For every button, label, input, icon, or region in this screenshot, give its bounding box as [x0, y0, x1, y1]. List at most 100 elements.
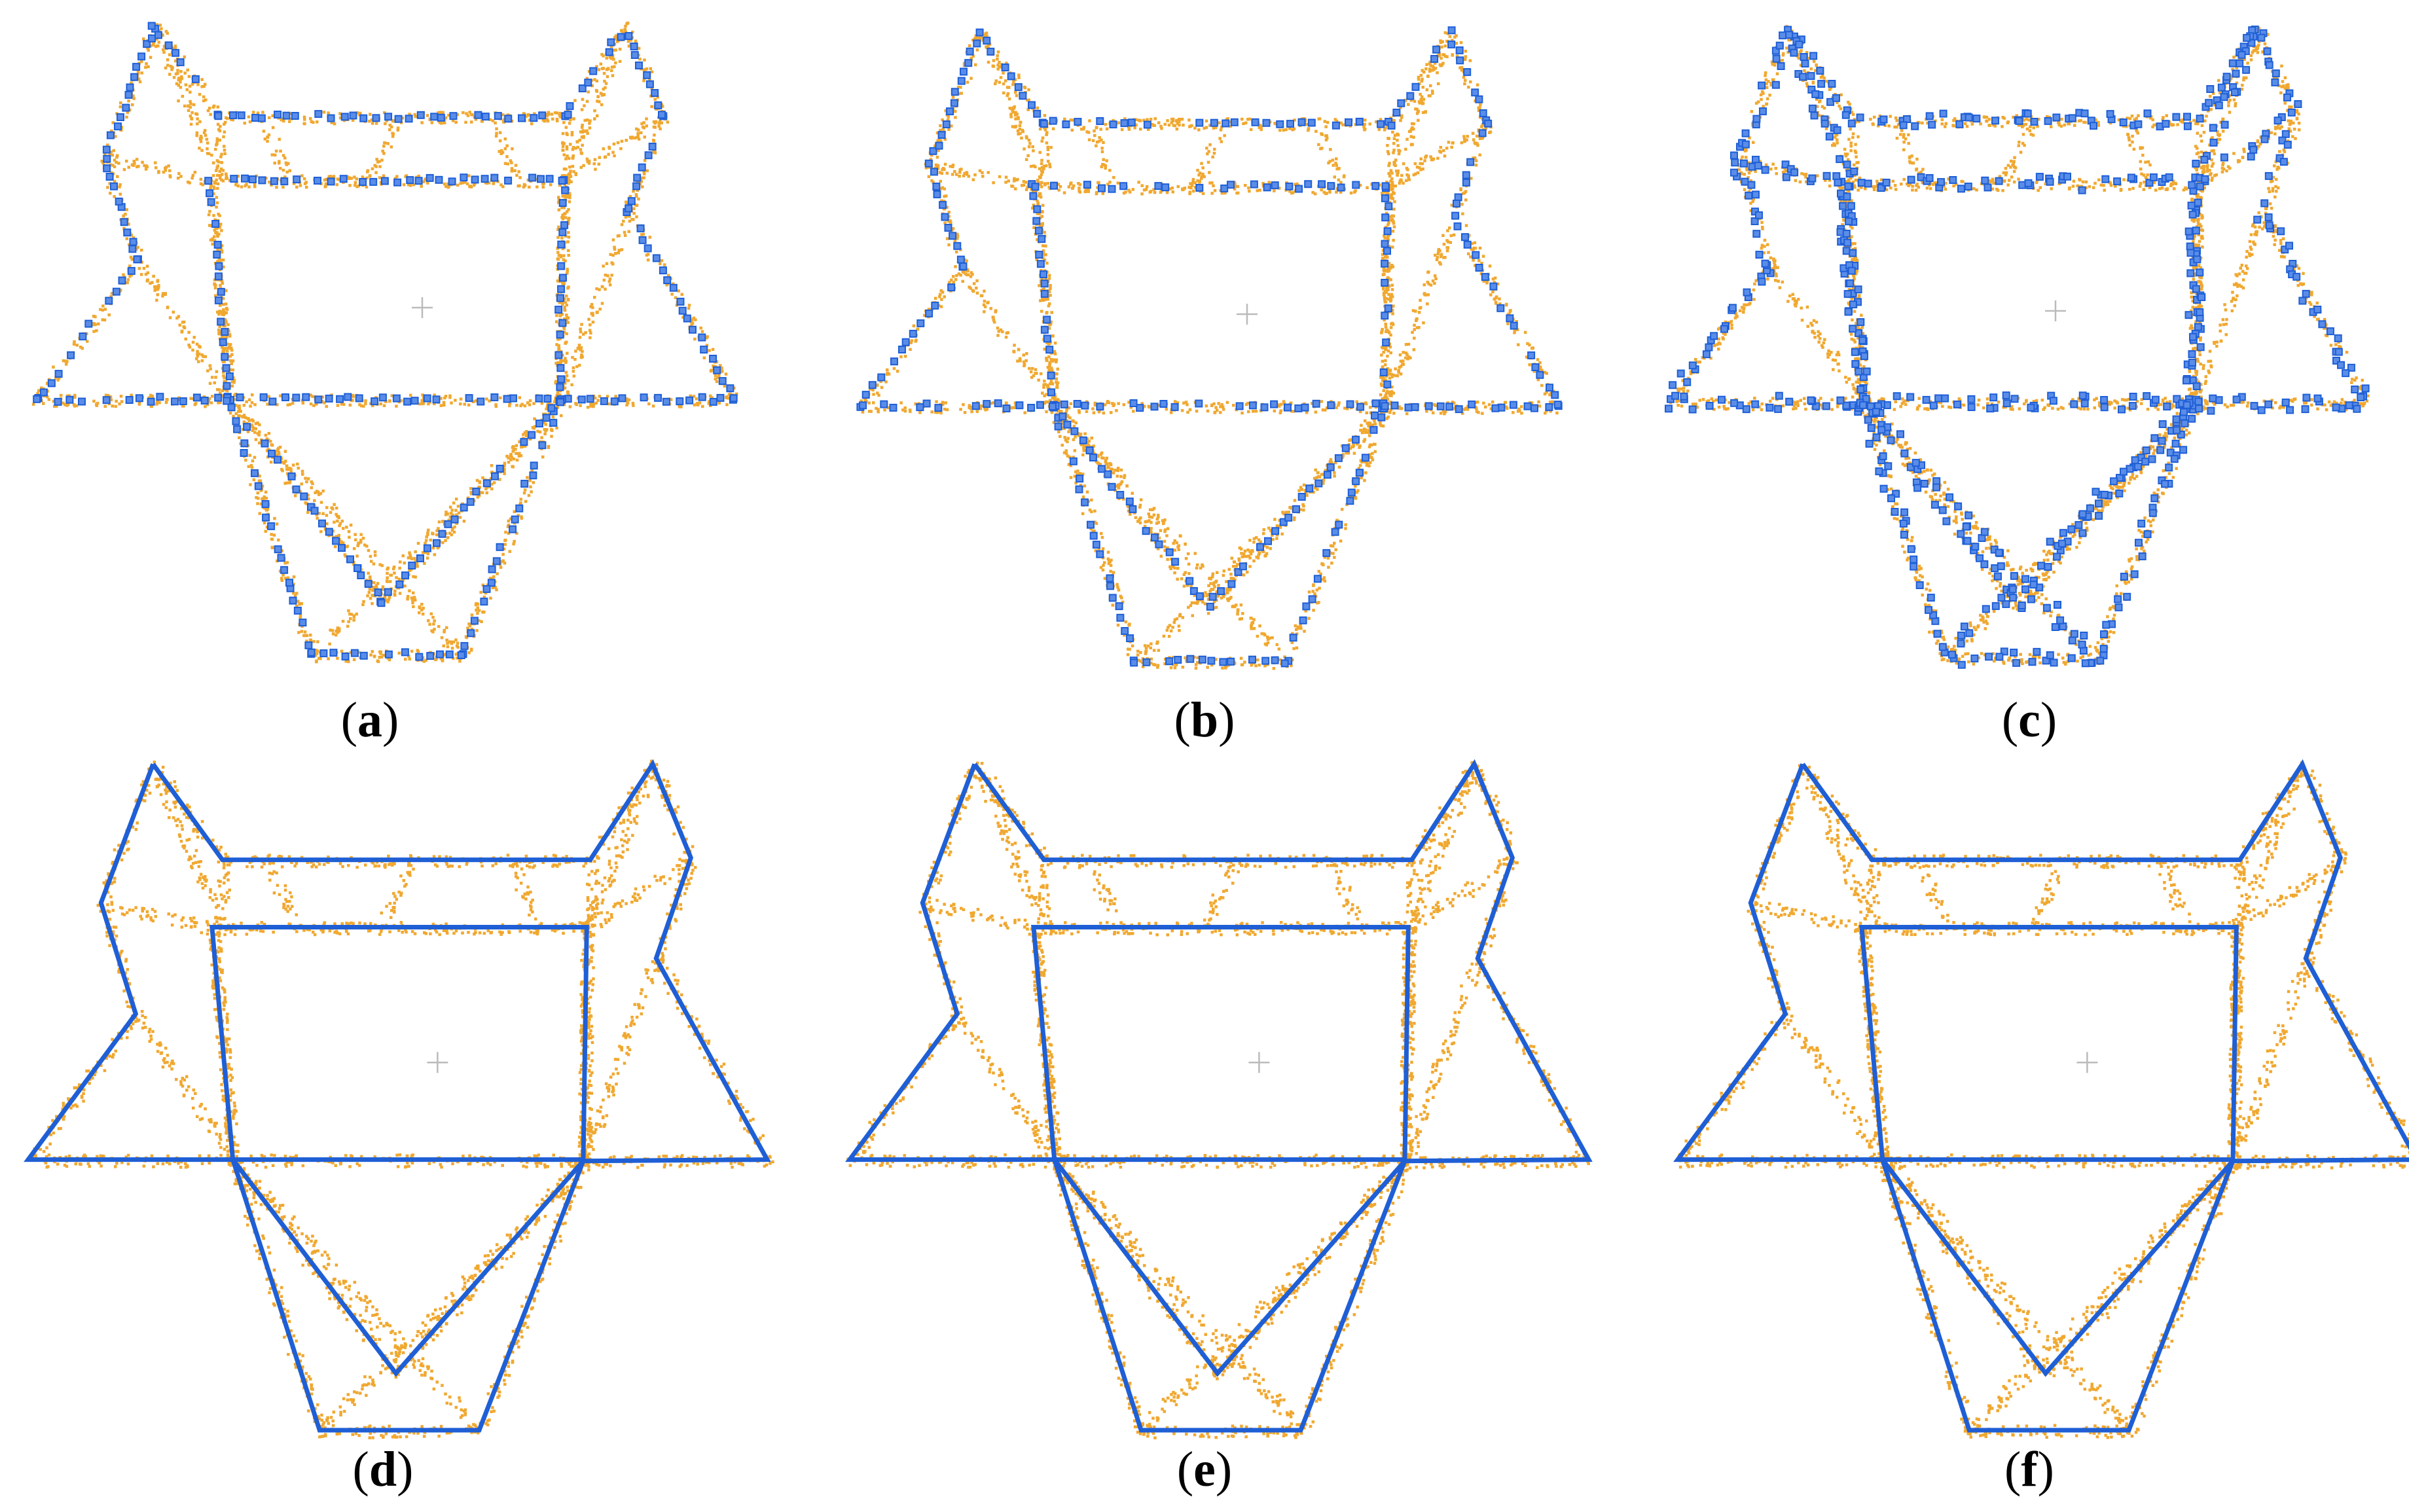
scan-point: [1333, 556, 1336, 559]
scan-point: [600, 67, 604, 71]
scan-point: [485, 491, 488, 495]
scan-point: [1482, 401, 1485, 405]
scan-point: [540, 401, 544, 405]
feature-marker: [147, 397, 155, 406]
scan-point: [173, 46, 177, 50]
scan-point: [396, 128, 400, 132]
scan-point: [1080, 128, 1083, 131]
scan-point: [371, 602, 374, 605]
feature-marker: [678, 306, 687, 315]
scan-point: [437, 111, 440, 115]
scan-point: [206, 141, 209, 145]
feature-marker: [547, 404, 556, 412]
scan-point: [113, 179, 117, 183]
scan-point: [281, 168, 285, 172]
scan-point: [512, 542, 515, 546]
scan-point: [164, 166, 167, 170]
scan-point: [503, 137, 507, 141]
scan-point: [680, 293, 683, 297]
scan-point: [456, 505, 460, 508]
feature-marker: [405, 115, 413, 123]
scan-point: [566, 222, 570, 225]
feature-marker: [117, 113, 124, 121]
scan-point: [267, 395, 270, 398]
scan-point: [556, 279, 560, 283]
scan-point: [1424, 67, 1428, 71]
scan-point: [528, 479, 532, 482]
scan-point: [637, 46, 641, 50]
feature-marker: [156, 393, 164, 401]
scan-point: [118, 105, 122, 109]
feature-marker: [403, 397, 412, 406]
feature-marker: [460, 641, 469, 650]
feature-marker: [359, 651, 368, 660]
scan-point: [872, 401, 875, 405]
scan-point: [1132, 410, 1135, 413]
scan-point: [488, 399, 491, 403]
feature-marker: [645, 80, 654, 88]
scan-point: [674, 296, 678, 300]
scan-point: [581, 143, 584, 147]
scan-point: [297, 631, 300, 634]
scan-point: [129, 255, 133, 259]
scan-point: [571, 146, 575, 149]
scan-point: [286, 467, 289, 471]
scan-point: [209, 187, 212, 190]
scan-point: [212, 214, 215, 217]
scan-point: [886, 368, 889, 372]
scan-point: [164, 29, 168, 33]
scan-point: [1017, 73, 1021, 77]
scan-point: [231, 359, 235, 363]
scan-point: [147, 396, 151, 399]
scan-point: [114, 405, 117, 408]
scan-point: [335, 183, 338, 187]
scan-point: [492, 181, 496, 184]
scan-point: [687, 304, 691, 307]
scan-point: [465, 636, 469, 639]
feature-marker: [549, 418, 558, 427]
scan-point: [1064, 449, 1068, 452]
scan-point: [468, 185, 471, 189]
scan-point: [476, 611, 479, 615]
scan-point: [594, 88, 598, 92]
scan-point: [523, 404, 527, 408]
scan-point: [507, 523, 511, 527]
scan-point: [556, 251, 560, 254]
feature-marker: [65, 395, 74, 404]
scan-point: [335, 507, 338, 510]
scan-point: [699, 326, 702, 330]
feature-marker: [437, 113, 445, 122]
feature-marker: [709, 397, 717, 406]
scan-point: [566, 174, 570, 177]
scan-point: [147, 48, 150, 52]
scan-point: [1531, 347, 1534, 350]
scan-point: [944, 401, 947, 405]
scan-point: [391, 119, 395, 123]
scan-point: [195, 342, 199, 346]
scan-point: [114, 135, 117, 138]
scan-point: [939, 305, 943, 308]
scan-point: [581, 355, 584, 359]
scan-point: [970, 410, 973, 414]
feature-marker: [726, 384, 734, 393]
scan-point: [1400, 114, 1404, 117]
scan-point: [540, 436, 543, 439]
scan-point: [961, 279, 964, 283]
scan-point: [562, 281, 566, 285]
scan-point: [138, 80, 142, 84]
feature-marker: [669, 283, 678, 292]
scan-point: [587, 162, 591, 165]
scan-point: [543, 119, 547, 123]
scan-point: [571, 370, 575, 373]
scan-point: [222, 370, 225, 374]
scan-point: [316, 516, 319, 520]
scan-point: [444, 395, 448, 398]
scan-point: [596, 95, 600, 98]
scan-point: [559, 359, 562, 363]
scan-point: [631, 401, 635, 405]
scan-point: [177, 84, 180, 87]
scan-point: [54, 376, 58, 380]
scan-point: [300, 174, 304, 177]
scan-point: [118, 183, 122, 187]
scan-point: [232, 381, 236, 384]
